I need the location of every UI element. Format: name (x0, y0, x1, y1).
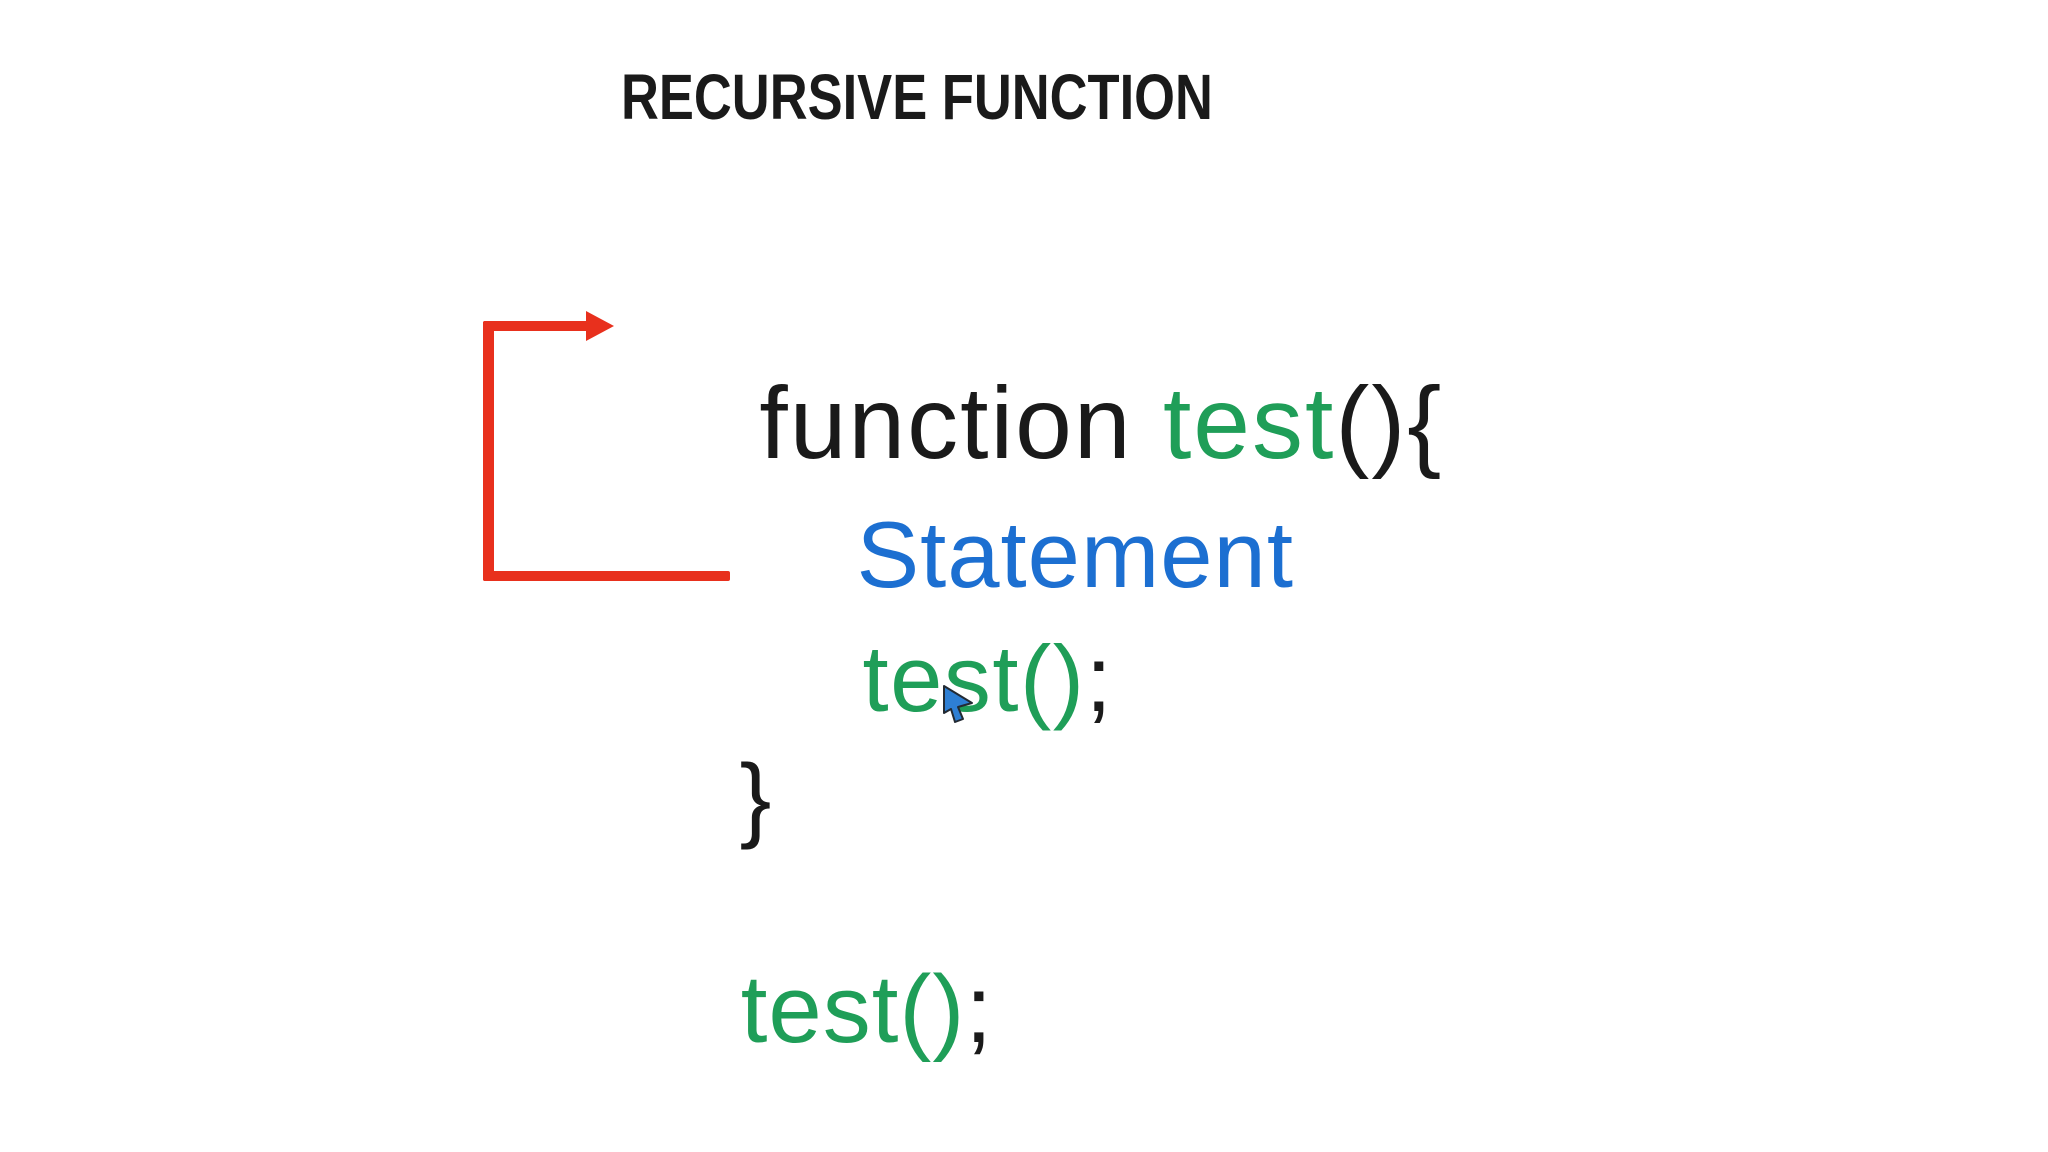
arrow-vertical-segment (483, 321, 494, 581)
code-line-function-declaration: function test(){ (638, 270, 1443, 576)
arrow-head-icon (586, 311, 614, 341)
code-line-statement: Statement (748, 414, 1294, 696)
keyword-function: function (759, 366, 1163, 480)
code-line-invocation: test(); (630, 866, 993, 1152)
mouse-pointer-icon (943, 685, 973, 723)
page-title: RECURSIVE FUNCTION (621, 61, 1213, 133)
statement-text: Statement (856, 502, 1294, 607)
function-name: test (1162, 366, 1336, 480)
closing-brace: } (739, 745, 772, 851)
arrow-top-segment (483, 321, 589, 331)
invocation-call: test() (740, 956, 966, 1063)
open-punctuation: (){ (1335, 366, 1444, 480)
invocation-semicolon: ; (965, 956, 994, 1063)
code-line-closing-brace: } (634, 656, 772, 941)
semicolon: ; (1085, 626, 1114, 731)
recursive-call: test() (862, 626, 1086, 731)
code-line-recursive-call: test(); (752, 538, 1113, 820)
arrow-bottom-segment (483, 571, 730, 581)
